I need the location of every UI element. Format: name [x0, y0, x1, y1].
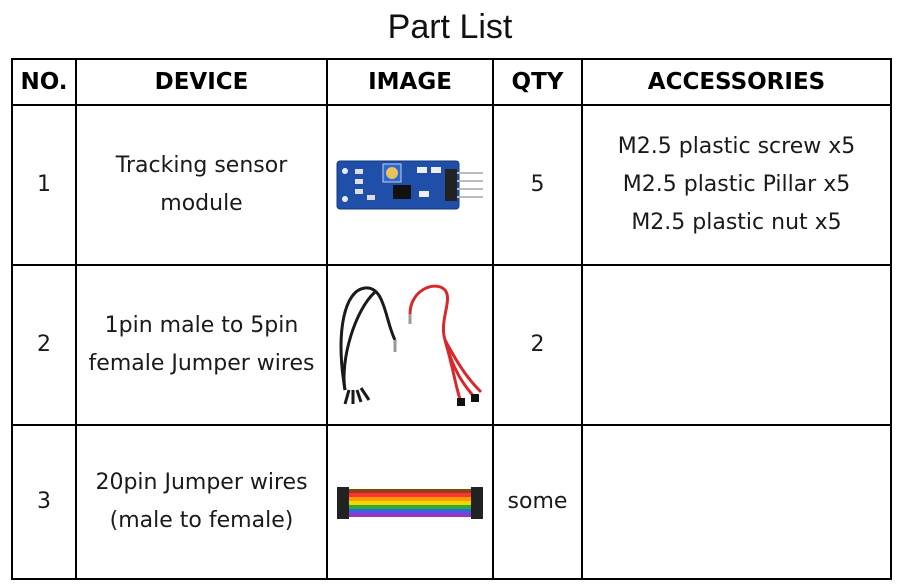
- device-name: 1pin male to 5pin female Jumper wires: [75, 264, 328, 426]
- image-cell: [326, 424, 494, 580]
- header-device: DEVICE: [75, 58, 328, 106]
- header-no: NO.: [11, 58, 77, 106]
- quantity: 5: [492, 104, 583, 266]
- table-header-row: NO. DEVICE IMAGE QTY ACCESSORIES: [11, 58, 892, 106]
- accessory-item: M2.5 plastic screw x5: [617, 134, 856, 159]
- jumper-wires-1to5-photo: [339, 284, 483, 406]
- device-name-line: module: [160, 191, 243, 216]
- header-image: IMAGE: [326, 58, 494, 106]
- tracking-sensor-module-photo: [336, 160, 483, 210]
- header-accessories: ACCESSORIES: [581, 58, 892, 106]
- device-name: 20pin Jumper wires (male to female): [75, 424, 328, 580]
- table-row: 2 1pin male to 5pin female Jumper wires: [11, 264, 892, 426]
- image-cell: [326, 104, 494, 266]
- accessories-cell: M2.5 plastic screw x5 M2.5 plastic Pilla…: [581, 104, 892, 266]
- device-name-line: (male to female): [109, 508, 294, 533]
- accessories-cell: [581, 264, 892, 426]
- row-number: 3: [11, 424, 77, 580]
- row-number: 2: [11, 264, 77, 426]
- device-name-line: 1pin male to 5pin: [104, 313, 299, 338]
- table-row: 3 20pin Jumper wires (male to female): [11, 424, 892, 580]
- page-title: Part List: [387, 8, 513, 46]
- accessories-cell: [581, 424, 892, 580]
- accessory-item: M2.5 plastic nut x5: [631, 210, 842, 235]
- ribbon-jumper-wires-photo: [337, 487, 483, 519]
- part-list-table: NO. DEVICE IMAGE QTY ACCESSORIES 1 Track…: [11, 58, 892, 580]
- device-name-line: female Jumper wires: [88, 351, 315, 376]
- table-row: 1 Tracking sensor module: [11, 104, 892, 266]
- device-name-line: 20pin Jumper wires: [95, 470, 308, 495]
- accessory-item: M2.5 plastic Pillar x5: [622, 172, 851, 197]
- image-cell: [326, 264, 494, 426]
- device-name-line: Tracking sensor: [115, 153, 288, 178]
- row-number: 1: [11, 104, 77, 266]
- header-qty: QTY: [492, 58, 583, 106]
- quantity: some: [492, 424, 583, 580]
- quantity: 2: [492, 264, 583, 426]
- device-name: Tracking sensor module: [75, 104, 328, 266]
